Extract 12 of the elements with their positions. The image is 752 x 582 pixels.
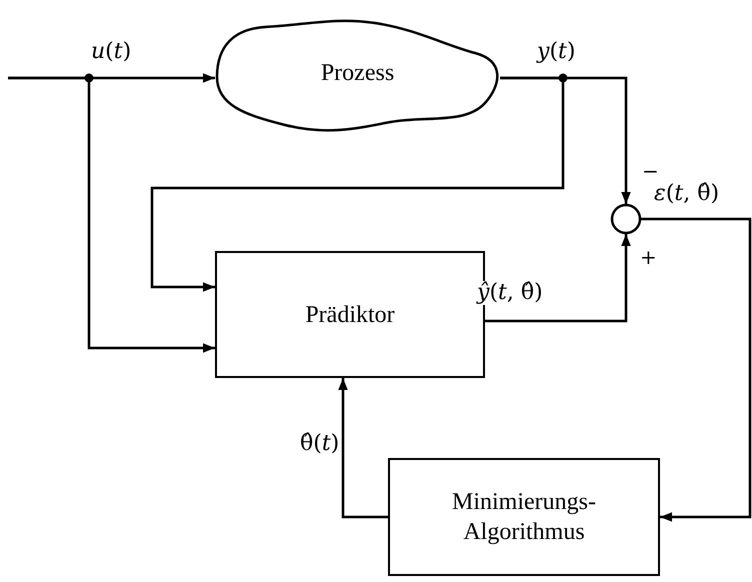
block-label: Prozess xyxy=(320,59,394,88)
block-label: Minimierungs- Algorithmus xyxy=(451,488,597,547)
block-label: Prädiktor xyxy=(305,300,395,330)
block-box xyxy=(388,458,660,576)
arrow xyxy=(150,76,564,292)
sign-label: + xyxy=(639,246,658,268)
sign-label: − xyxy=(641,160,660,182)
arrow xyxy=(338,378,388,518)
arrow xyxy=(485,234,631,322)
summing-junction xyxy=(611,204,641,234)
arrow xyxy=(641,218,752,522)
arrow xyxy=(8,76,215,353)
